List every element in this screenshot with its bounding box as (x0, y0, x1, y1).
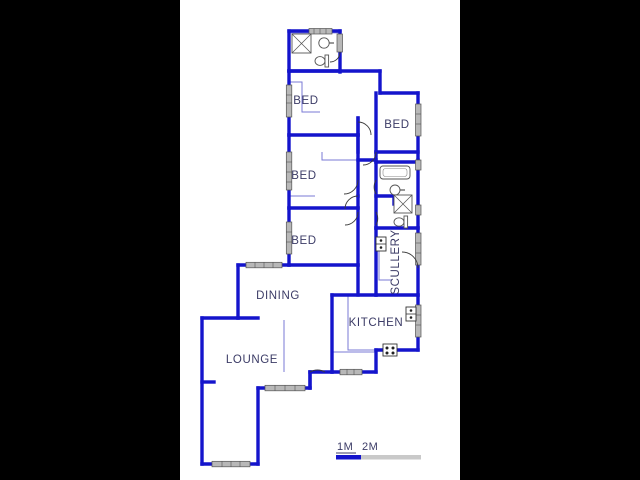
room-label-kitchen: KITCHEN (349, 317, 404, 329)
door-arc (309, 369, 326, 373)
toilet-icon (314, 54, 330, 68)
scale-bar: 1M 2M (336, 441, 421, 460)
door-arc (401, 251, 419, 269)
scale-tick-1m: 1M (337, 441, 353, 453)
window (285, 221, 293, 255)
window (415, 103, 422, 137)
fixtures (291, 33, 417, 357)
basin-icon (389, 184, 405, 196)
toilet-icon (393, 215, 409, 229)
room-label-scullery: SCULLERY (390, 229, 402, 294)
window (415, 204, 422, 216)
windows (211, 28, 422, 468)
room-label-bed-1: BED (293, 95, 318, 107)
room-label-bed-2: BED (291, 170, 316, 182)
door-arc (344, 195, 359, 210)
window (415, 232, 422, 266)
door-arc (357, 121, 372, 136)
basin-icon (318, 37, 334, 49)
room-label-dining: DINING (256, 290, 300, 302)
scale-bar-empty (361, 455, 421, 460)
window (336, 33, 343, 53)
shower-icon (393, 194, 413, 214)
room-label-bed-4: BED (384, 119, 409, 131)
door-swings (309, 51, 419, 373)
door-arc (362, 151, 377, 166)
door-arc (344, 211, 359, 226)
room-labels: BED BED BED BED DINING LOUNGE KITCHEN SC… (226, 95, 409, 366)
floorplan-canvas: BED BED BED BED DINING LOUNGE KITCHEN SC… (180, 0, 460, 480)
window (285, 84, 293, 118)
sink-icon (405, 306, 417, 322)
window (308, 28, 333, 35)
sink-icon (375, 236, 387, 252)
room-label-bed-3: BED (291, 235, 316, 247)
door-arc (329, 51, 341, 63)
window (285, 151, 293, 191)
door-arc (343, 179, 359, 195)
window (415, 159, 422, 171)
window (339, 368, 363, 376)
door-arc (373, 179, 377, 195)
hob-icon (382, 343, 398, 357)
bathtub-icon (379, 165, 411, 180)
room-label-lounge: LOUNGE (226, 354, 278, 366)
scale-tick-2m: 2M (362, 441, 378, 453)
floorplan-svg: BED BED BED BED DINING LOUNGE KITCHEN SC… (200, 28, 422, 468)
scale-bar-filled (336, 455, 361, 460)
shower-icon (291, 33, 312, 54)
door-arc (375, 211, 379, 226)
